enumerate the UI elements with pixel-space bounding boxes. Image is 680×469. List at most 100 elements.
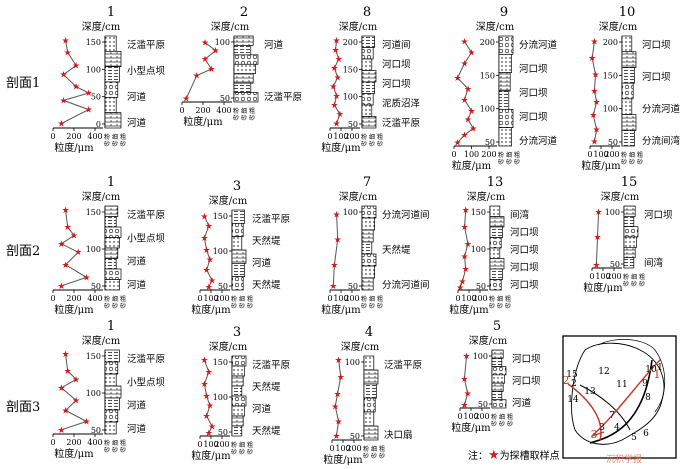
sample-star-icon: ★ (57, 426, 65, 436)
grain-tick-label: 0 (455, 294, 460, 303)
lithology-legend-label: 粗 (514, 151, 520, 159)
lithology-legend-label: 粉 (231, 295, 237, 303)
facies-label: 河口坝 (510, 244, 539, 256)
depth-tick-label: 150 (343, 65, 358, 74)
sample-star-icon: ★ (205, 368, 213, 378)
depth-tick-label: 50 (220, 94, 230, 103)
sample-star-icon: ★ (333, 390, 341, 400)
sample-star-icon: ★ (453, 74, 461, 84)
facies-label: 河道 (127, 423, 147, 435)
grain-axis-title: 粒度/μm (191, 449, 231, 462)
facies-label: 小型点坝 (127, 377, 166, 388)
lithology-legend-label: 粗 (377, 133, 383, 141)
facies-label: 分流间湾 (642, 135, 680, 147)
lithology-legend-label: 细 (239, 295, 245, 303)
sample-star-icon: ★ (588, 54, 596, 64)
sample-star-icon: ★ (200, 380, 208, 390)
lithology-layer (104, 279, 120, 291)
grain-tick-label: 200 (604, 150, 619, 159)
section-marker: 3 (591, 428, 598, 441)
depth-axis-title: 深度/cm (469, 334, 508, 347)
sample-star-icon: ★ (463, 352, 471, 362)
sample-star-icon: ★ (593, 126, 601, 136)
facies-label: 泛滥平原 (252, 213, 290, 225)
grain-tick-label: 0 (457, 412, 462, 421)
grain-tick-label: 200 (474, 412, 489, 421)
lithology-layer (104, 361, 119, 375)
facies-label: 河口坝 (519, 63, 548, 75)
sample-star-icon: ★ (337, 373, 345, 383)
facies-label: 河口坝 (644, 209, 673, 221)
lithology-layer (231, 365, 245, 377)
grain-size-curve (456, 41, 474, 144)
grain-size-curve (203, 216, 213, 288)
sample-star-icon: ★ (460, 401, 468, 411)
lithology-layer (231, 415, 244, 427)
lithology-legend-label: 砂 (104, 302, 110, 310)
lithology-legend-label: 粉 (361, 295, 367, 303)
depth-tick-label: 50 (350, 432, 360, 441)
grain-tick-label: 0 (50, 132, 55, 141)
lithology-layer (361, 229, 374, 243)
facies-label: 河道间 (382, 39, 411, 51)
depth-axis-title: 深度/cm (82, 20, 121, 33)
map-site-label: 8 (645, 393, 651, 403)
sample-star-icon: ★ (62, 261, 70, 271)
lithology-legend-label: 细 (369, 295, 375, 303)
lithology-layer (231, 395, 247, 407)
lithology-legend-label: 粉 (491, 413, 497, 421)
note-text: 为探槽取样点 (499, 451, 560, 462)
lithology-layer (489, 205, 501, 217)
lithology-layer (233, 35, 254, 46)
sample-star-icon: ★ (205, 283, 213, 293)
lithology-legend-label: 粉 (363, 445, 369, 453)
depth-axis-title: 深度/cm (599, 20, 638, 33)
grain-size-curve (332, 214, 339, 286)
lithology-legend-label: 砂 (499, 420, 505, 428)
facies-label: 泛滥平原 (382, 117, 420, 129)
sample-star-icon: ★ (488, 448, 500, 463)
lithology-legend-label: 砂 (505, 302, 511, 310)
depth-axis-title: 深度/cm (467, 190, 506, 203)
sample-star-icon: ★ (464, 116, 472, 126)
facies-label: 天然堤 (252, 425, 281, 437)
grain-tick-label: 200 (344, 294, 359, 303)
lithology-legend-label: 细 (506, 151, 512, 159)
sample-star-icon: ★ (193, 72, 201, 82)
lithology-layer (361, 47, 374, 60)
lithology-legend-label: 砂 (506, 158, 512, 166)
facies-label: 分流河道 (519, 39, 558, 51)
lithology-layer (621, 82, 634, 100)
depth-tick-label: 150 (86, 208, 101, 217)
sample-star-icon: ★ (64, 367, 72, 377)
sample-star-icon: ★ (57, 240, 65, 250)
facies-label: 间湾 (510, 209, 530, 221)
sample-star-icon: ★ (72, 396, 80, 406)
depth-tick-label: 0 (96, 120, 101, 129)
lithology-layer (231, 385, 243, 397)
column-number: 15 (621, 175, 638, 190)
sample-star-icon: ★ (205, 429, 213, 439)
grain-axis-title: 粒度/μm (321, 303, 361, 316)
lithology-layer (498, 53, 512, 74)
section-label-1: 剖面1 (6, 76, 41, 91)
lithology-legend-label: 细 (371, 445, 377, 453)
depth-tick-label: 150 (213, 212, 228, 221)
sample-star-icon: ★ (203, 412, 211, 422)
lithology-legend-label: 砂 (112, 140, 118, 148)
grain-axis-title: 粒度/μm (581, 159, 621, 172)
lithology-layer (363, 369, 379, 385)
sample-star-icon: ★ (72, 83, 80, 93)
sample-star-icon: ★ (460, 375, 468, 385)
lithology-layer (361, 70, 377, 83)
lithology-layer (231, 209, 245, 224)
lithology-legend-label: 粉 (104, 133, 110, 141)
facies-label: 分流河道间 (382, 209, 430, 221)
sample-star-icon: ★ (334, 73, 342, 83)
lithology-legend-label: 细 (369, 133, 375, 141)
grain-tick-label: 200 (66, 438, 81, 447)
sample-star-icon: ★ (203, 246, 211, 256)
